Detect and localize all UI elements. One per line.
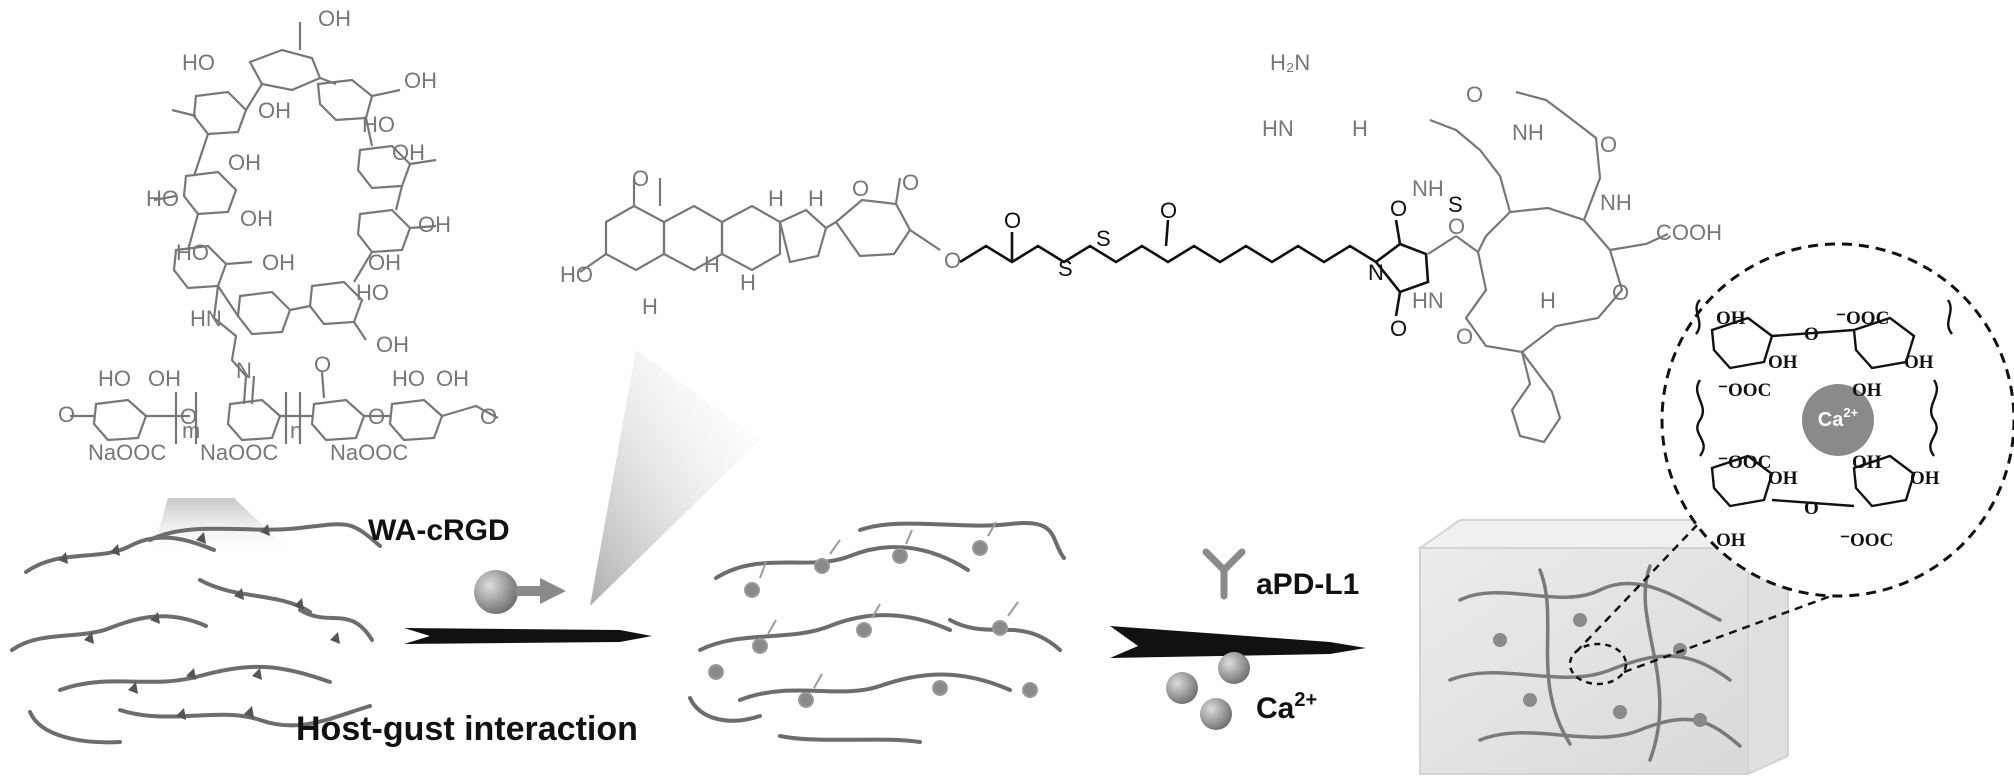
svg-text:HO: HO <box>392 366 425 391</box>
svg-text:H: H <box>1352 116 1368 141</box>
svg-text:OH: OH <box>1716 530 1746 551</box>
svg-text:OH: OH <box>392 140 425 165</box>
alginate-structure <box>70 372 498 444</box>
svg-text:H: H <box>740 270 756 295</box>
svg-text:O: O <box>1004 208 1021 233</box>
svg-text:O: O <box>1600 132 1617 157</box>
svg-text:OH: OH <box>418 212 451 237</box>
svg-text:O: O <box>314 352 331 377</box>
svg-text:NaOOC: NaOOC <box>88 440 166 465</box>
svg-text:OH: OH <box>1768 352 1798 373</box>
svg-text:H: H <box>1540 288 1556 313</box>
svg-text:NaOOC: NaOOC <box>200 440 278 465</box>
svg-text:O: O <box>1612 280 1629 305</box>
svg-text:OH: OH <box>1768 468 1798 489</box>
svg-text:n: n <box>290 418 302 443</box>
svg-text:⁻OOC: ⁻OOC <box>1836 308 1889 329</box>
svg-text:N: N <box>236 358 252 383</box>
svg-text:COOH: COOH <box>1656 220 1722 245</box>
svg-text:NH: NH <box>1412 176 1444 201</box>
antibody-label: aPD-L1 <box>1256 568 1359 601</box>
svg-text:O: O <box>58 402 75 427</box>
svg-text:O: O <box>368 404 385 429</box>
svg-text:OH: OH <box>1716 308 1746 329</box>
svg-text:⁻OOC: ⁻OOC <box>1840 530 1893 551</box>
svg-text:H: H <box>808 186 824 211</box>
svg-text:HO: HO <box>176 240 209 265</box>
svg-text:O: O <box>480 404 497 429</box>
svg-text:OH: OH <box>376 332 409 357</box>
svg-text:m: m <box>182 418 200 443</box>
svg-text:H: H <box>768 186 784 211</box>
wa-crgd-icon <box>474 570 566 614</box>
svg-text:S: S <box>1058 256 1073 281</box>
svg-text:NH: NH <box>1600 190 1632 215</box>
svg-text:O: O <box>1390 316 1407 341</box>
disulfide-linker <box>960 220 1428 316</box>
host-guest-label: Host-gust interaction <box>296 710 638 748</box>
svg-text:HO: HO <box>98 366 131 391</box>
svg-text:O: O <box>1160 198 1177 223</box>
svg-text:O: O <box>1466 82 1483 107</box>
svg-text:OH: OH <box>436 366 469 391</box>
cyclodextrin-labels: OH HO OH OH HO OH HO OH OH OH HO OH OH H… <box>146 6 451 383</box>
alginate-labels: HO OH HO OH O O O O O m n NaOOC NaOOC Na… <box>58 352 497 465</box>
withaferin-structure <box>580 178 940 272</box>
svg-text:O: O <box>1804 324 1819 345</box>
svg-text:H: H <box>642 294 658 319</box>
svg-text:HO: HO <box>146 186 179 211</box>
svg-text:O: O <box>1456 324 1473 349</box>
svg-text:HN: HN <box>1262 116 1294 141</box>
svg-text:N: N <box>1368 260 1384 285</box>
svg-text:OH: OH <box>368 250 401 275</box>
svg-text:OH: OH <box>240 206 273 231</box>
svg-text:HO: HO <box>356 280 389 305</box>
svg-text:OH: OH <box>1852 452 1882 473</box>
svg-text:H: H <box>704 252 720 277</box>
svg-text:HO: HO <box>362 112 395 137</box>
svg-text:O: O <box>1390 196 1407 221</box>
svg-text:OH: OH <box>404 68 437 93</box>
svg-text:S: S <box>1096 226 1111 251</box>
linker-labels: O S S O O O N <box>1004 196 1407 341</box>
svg-text:HN: HN <box>1412 288 1444 313</box>
svg-text:OH: OH <box>258 98 291 123</box>
svg-text:⁻OOC: ⁻OOC <box>1718 452 1771 473</box>
antibody-icon <box>1206 552 1242 596</box>
svg-text:OH: OH <box>148 366 181 391</box>
svg-text:S: S <box>1448 192 1463 217</box>
egg-box-inset: Ca2+ OH ⁻OOC O OH OH ⁻OOC OH ⁻OOC OH OH … <box>1662 244 2014 596</box>
svg-text:OH: OH <box>262 250 295 275</box>
svg-text:OH: OH <box>228 150 261 175</box>
svg-text:O: O <box>944 248 961 273</box>
reaction-arrow-1 <box>404 628 652 644</box>
wa-crgd-label: WA-cRGD <box>368 514 510 547</box>
svg-text:HO: HO <box>182 50 215 75</box>
svg-text:OH: OH <box>1904 352 1934 373</box>
calcium-label: Ca2+ <box>1256 689 1317 725</box>
svg-text:O: O <box>902 170 919 195</box>
svg-text:NH: NH <box>1512 120 1544 145</box>
calcium-ion-icons <box>1166 652 1250 730</box>
svg-text:H₂N: H₂N <box>1270 50 1310 75</box>
svg-text:O: O <box>1804 498 1819 519</box>
svg-text:NaOOC: NaOOC <box>330 440 408 465</box>
svg-text:OH: OH <box>1910 468 1940 489</box>
svg-text:⁻OOC: ⁻OOC <box>1718 380 1771 401</box>
svg-text:HO: HO <box>560 262 593 287</box>
crgd-labels: H₂N HN H O NH O NH O NH COOH S HN O H O <box>1262 50 1722 349</box>
svg-text:OH: OH <box>1852 380 1882 401</box>
svg-text:O: O <box>632 166 649 191</box>
svg-text:HN: HN <box>190 306 222 331</box>
crgd-structure <box>1428 92 1668 442</box>
svg-text:O: O <box>852 176 869 201</box>
svg-text:O: O <box>1448 214 1465 239</box>
polymer-network-2 <box>690 523 1064 742</box>
svg-text:OH: OH <box>318 6 351 31</box>
